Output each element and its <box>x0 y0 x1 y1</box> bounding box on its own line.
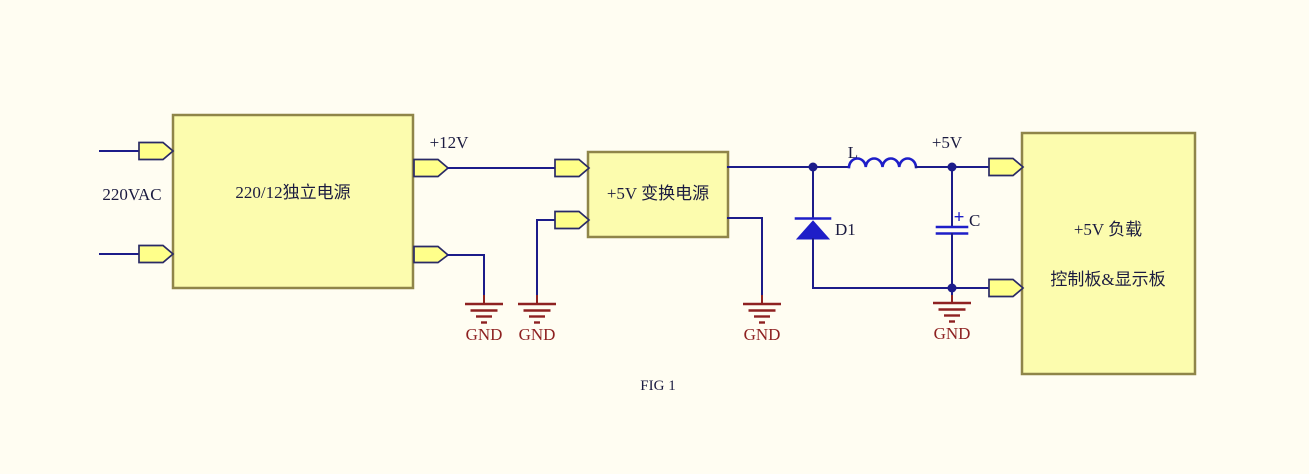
ground-symbol: GND <box>743 295 781 344</box>
ground-label: GND <box>519 325 556 344</box>
ground-label: GND <box>934 324 971 343</box>
block-5v-load-label-line1: +5V 负载 <box>1074 220 1142 239</box>
diode-icon <box>795 220 831 240</box>
inductor-label: L <box>848 143 858 162</box>
connector-arrow-icon <box>554 158 591 178</box>
ground-label: GND <box>744 325 781 344</box>
connector-arrow-icon <box>138 244 175 264</box>
inductor-icon <box>847 157 918 169</box>
block-5v-converter <box>586 150 730 239</box>
connector-arrow-icon <box>413 158 450 178</box>
rail-5v-label: +5V <box>932 133 963 152</box>
connector-arrow-icon <box>554 210 591 230</box>
block-5v-load <box>1020 131 1197 376</box>
block-220-12-power-supply <box>171 113 415 290</box>
ground-label: GND <box>466 325 503 344</box>
capacitor-polarity-label: + <box>954 207 965 228</box>
connector-arrow-icon <box>988 278 1025 298</box>
capacitor-label: C <box>969 211 980 230</box>
figure-caption: FIG 1 <box>640 378 675 394</box>
connector-arrow-icon <box>988 157 1025 177</box>
ground-symbol: GND <box>933 295 971 343</box>
ground-symbol: GND <box>465 295 503 344</box>
ac-input-label: 220VAC <box>102 185 161 204</box>
connector-arrow-icon <box>138 141 175 161</box>
block-220-12-power-supply-label: 220/12独立电源 <box>235 183 350 202</box>
ground-symbol: GND <box>518 295 556 344</box>
block-5v-converter-label: +5V 变换电源 <box>607 184 709 203</box>
connector-arrow-icon <box>413 245 450 264</box>
diode-label: D1 <box>835 220 856 239</box>
block-5v-load-label-line2: 控制板&显示板 <box>1050 270 1165 289</box>
rail-12v-label: +12V <box>430 133 470 152</box>
